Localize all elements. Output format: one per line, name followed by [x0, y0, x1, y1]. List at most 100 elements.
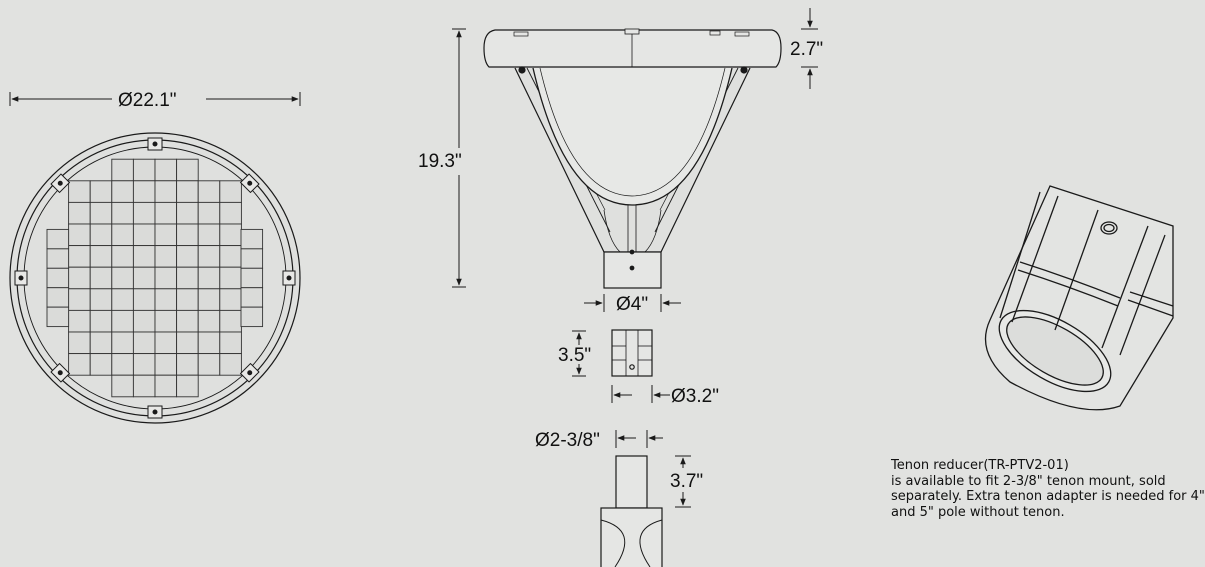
led-cell: [68, 180, 91, 203]
mount-tab: [14, 270, 28, 286]
mount-tab: [282, 270, 296, 286]
led-cell: [197, 266, 221, 290]
mount-tabs: [14, 137, 296, 419]
tenon-width-label: Ø4": [616, 294, 648, 315]
led-cell: [111, 309, 134, 333]
led-cell: [197, 353, 221, 376]
led-cell: [89, 309, 113, 333]
led-side-cell: [46, 267, 70, 289]
led-cell: [154, 245, 178, 268]
led-cell: [68, 353, 91, 376]
led-cell: [68, 201, 91, 225]
led-cell: [132, 266, 156, 290]
led-side-cell: [240, 287, 264, 308]
tenon-small-diameter-label: Ø2-3/8": [535, 430, 600, 451]
led-cell: [132, 223, 156, 247]
led-side-cell: [46, 287, 70, 308]
led-cell: [132, 374, 156, 398]
led-cell: [154, 158, 178, 182]
led-cell: [111, 353, 134, 376]
mount-tab: [239, 362, 260, 383]
led-side-cell: [240, 228, 264, 250]
top-diameter-label: Ø22.1": [118, 90, 177, 111]
led-cell: [132, 245, 156, 268]
led-cell: [89, 223, 113, 247]
led-cell: [89, 201, 113, 225]
led-cell: [219, 266, 242, 290]
led-cell: [197, 180, 221, 203]
led-cell: [68, 266, 91, 290]
mount-tab: [239, 173, 260, 194]
led-cell: [197, 309, 221, 333]
led-cell: [111, 223, 134, 247]
tenon-small-height-dimension: [675, 455, 691, 508]
led-cell: [111, 201, 134, 225]
led-cell: [111, 266, 134, 290]
led-cell: [132, 331, 156, 355]
led-cell: [154, 309, 178, 333]
led-cell: [154, 331, 178, 355]
led-cell: [176, 331, 199, 355]
led-cell: [176, 245, 199, 268]
led-cell: [197, 245, 221, 268]
tenon-small-height-label: 3.7": [670, 471, 703, 492]
led-cell: [154, 180, 178, 203]
spec-drawing: Ø22.1" 19.3": [9, 8, 1174, 567]
fixture-height-label: 19.3": [418, 151, 462, 172]
led-cell: [154, 266, 178, 290]
led-cell: [154, 374, 178, 398]
led-cell: [176, 223, 199, 247]
head-height-label: 2.7": [790, 39, 823, 60]
led-cell: [197, 223, 221, 247]
led-cell: [89, 245, 113, 268]
led-cell: [89, 180, 113, 203]
led-cell: [111, 331, 134, 355]
led-grid: [46, 158, 264, 398]
mount-tab: [50, 362, 71, 383]
led-cell: [111, 374, 134, 398]
led-cell: [89, 353, 113, 376]
adapter-diameter-dimension: [611, 385, 670, 403]
led-cell: [219, 201, 242, 225]
led-cell: [219, 245, 242, 268]
note-line-3: separately. Extra tenon adapter is neede…: [891, 489, 1205, 504]
note-line-1: Tenon reducer(TR-PTV2-01): [891, 458, 1069, 473]
led-cell: [197, 331, 221, 355]
led-cell: [132, 288, 156, 311]
led-cell: [176, 353, 199, 376]
led-cell: [68, 331, 91, 355]
led-cell: [219, 288, 242, 311]
led-side-cell: [240, 248, 264, 269]
side-view-drawing: [483, 28, 782, 289]
led-side-cell: [46, 228, 70, 250]
led-side-cell: [240, 267, 264, 289]
led-cell: [154, 223, 178, 247]
fixture-height-dimension: [452, 28, 466, 288]
pole-drawing: [600, 455, 663, 567]
led-cell: [176, 180, 199, 203]
tenon-reducer-drawing: [984, 185, 1174, 411]
led-cell: [219, 309, 242, 333]
led-cell: [111, 245, 134, 268]
led-cell: [68, 288, 91, 311]
top-diameter-dimension: [9, 92, 301, 106]
led-cell: [111, 180, 134, 203]
led-cell: [154, 288, 178, 311]
tenon-width-dimension: [584, 294, 681, 312]
mount-tab: [147, 137, 163, 151]
led-side-cell: [240, 306, 264, 328]
led-cell: [176, 309, 199, 333]
led-cell: [132, 180, 156, 203]
led-cell: [176, 158, 199, 182]
led-cell: [111, 158, 134, 182]
tenon-reducer-note: Tenon reducer(TR-PTV2-01) is available t…: [891, 458, 1205, 520]
adapter-height-dimension: [572, 330, 586, 377]
led-cell: [132, 201, 156, 225]
led-cell: [197, 201, 221, 225]
led-cell: [219, 180, 242, 203]
led-cell: [219, 353, 242, 376]
led-cell: [197, 288, 221, 311]
led-cell: [89, 266, 113, 290]
led-cell: [154, 201, 178, 225]
tenon-small-diameter-dimension: [615, 430, 663, 448]
